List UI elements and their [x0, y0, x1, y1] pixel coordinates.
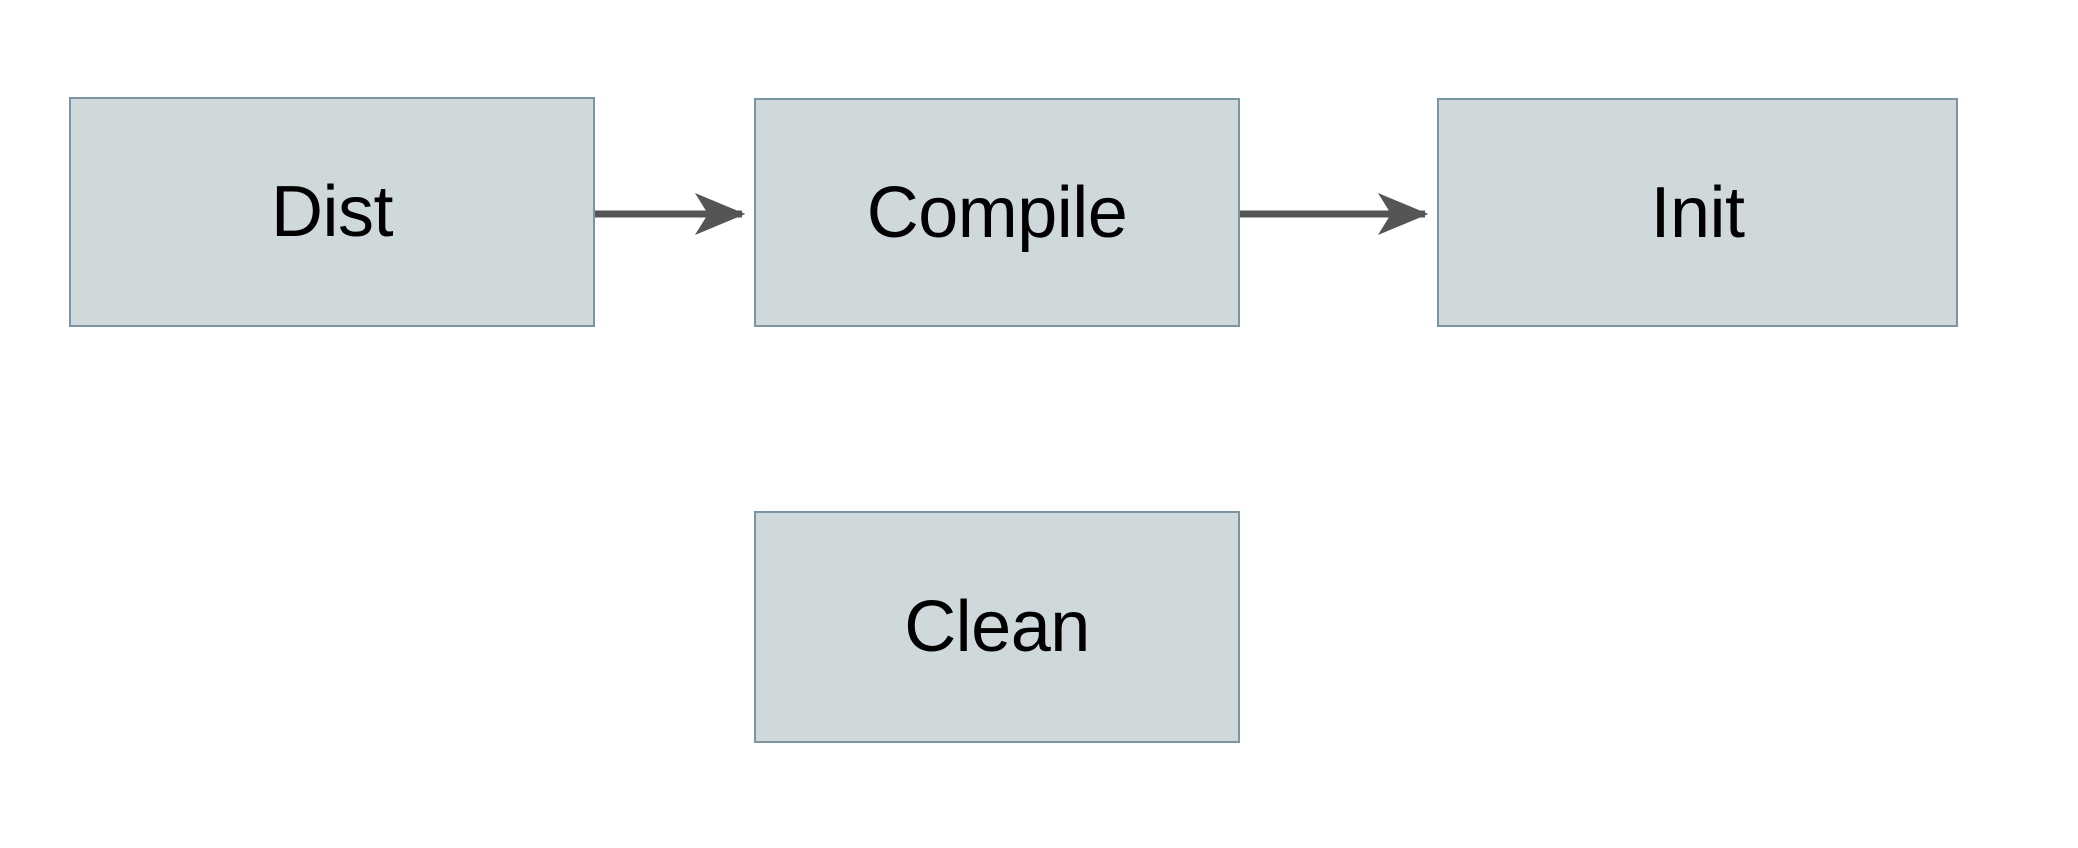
node-dist-label: Dist — [271, 172, 394, 252]
node-compile-label: Compile — [866, 172, 1128, 253]
node-clean[interactable]: Clean — [754, 511, 1240, 743]
node-dist[interactable]: Dist — [69, 97, 595, 327]
node-init-label: Init — [1650, 172, 1745, 253]
node-init[interactable]: Init — [1437, 98, 1958, 327]
node-clean-label: Clean — [904, 587, 1090, 667]
node-compile[interactable]: Compile — [754, 98, 1240, 327]
